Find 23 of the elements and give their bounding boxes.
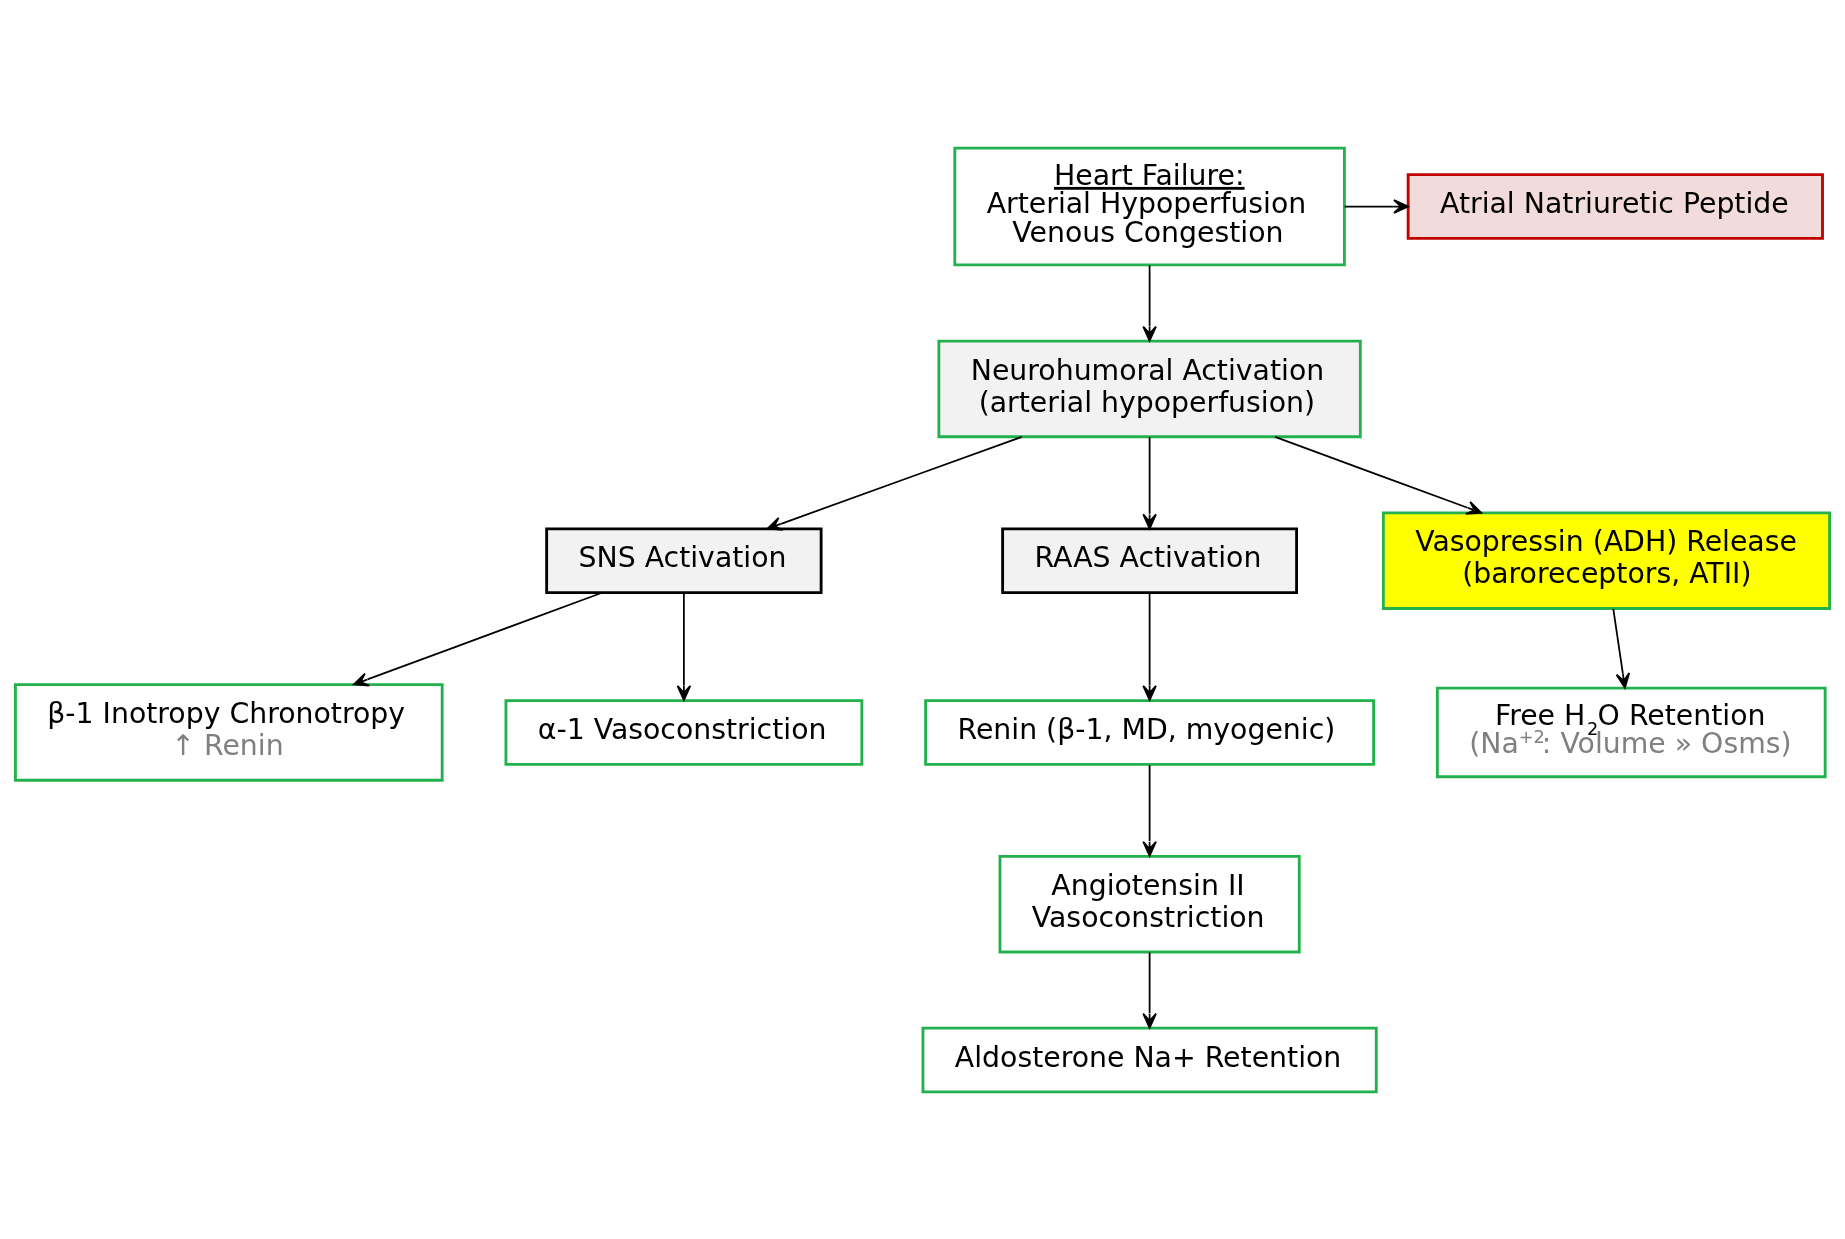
arrow: [1142, 951, 1157, 1029]
node-box: β-1 Inotropy Chronotropy ↑ Renin: [14, 682, 444, 782]
node-box: Free H$_{2}$O Retention (Na$^{+2}$: Volume » Osms): [1435, 686, 1827, 778]
node-box: RAAS Activation: [1001, 526, 1298, 594]
arrow: [1142, 263, 1157, 342]
node-box: Vasopressin (ADH) Release (baroreceptors, ATII): [1381, 510, 1831, 610]
node-box: Angiotensin II Vasoconstriction: [998, 854, 1301, 953]
arrow: [1274, 435, 1483, 515]
node-box: α-1 Vasoconstriction: [504, 698, 864, 766]
arrow: [1142, 435, 1157, 529]
node-box: Atrial Natriuretic Peptide: [1406, 172, 1824, 240]
node-box: Neurohumoral Activation (arterial hypoperfusion): [937, 339, 1362, 438]
node-box: Renin (β-1, MD, myogenic): [924, 698, 1376, 766]
arrow: [1142, 591, 1157, 701]
arrow: [766, 435, 1023, 531]
arrow: [1142, 763, 1157, 857]
node-box: Aldosterone Na+ Retention: [921, 1026, 1378, 1093]
node-box: Heart Failure: Arterial Hypoperfusion Venous Congestion: [953, 146, 1346, 266]
node-box: SNS Activation: [545, 526, 823, 594]
arrow: [352, 591, 603, 686]
arrow: [1612, 607, 1631, 689]
arrow: [1343, 198, 1410, 214]
arrow: [676, 591, 692, 701]
